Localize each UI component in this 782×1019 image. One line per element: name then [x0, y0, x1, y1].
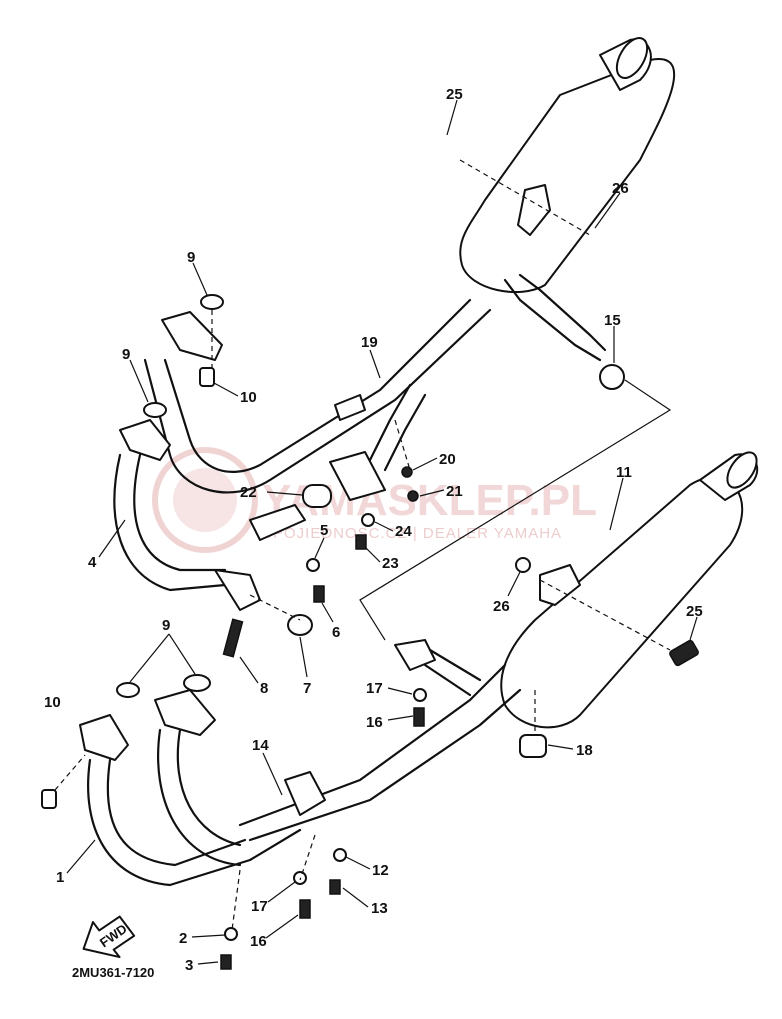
callout-10-lower: 10	[44, 694, 61, 711]
upper-header-flange	[143, 294, 224, 418]
callout-24: 24	[395, 523, 412, 540]
callout-12: 12	[372, 862, 389, 879]
upper-muffler-assembly	[143, 37, 676, 494]
callout-21: 21	[446, 483, 463, 500]
callout-16-lower: 16	[250, 933, 267, 950]
callout-14: 14	[252, 737, 269, 754]
alignment-lines	[54, 159, 672, 931]
callout-15: 15	[604, 312, 621, 329]
callout-4: 4	[88, 554, 97, 571]
callout-18: 18	[576, 742, 593, 759]
callout-17-mid: 17	[366, 680, 383, 697]
callout-1: 1	[56, 869, 64, 886]
callout-5: 5	[320, 522, 328, 539]
forward-arrow-icon: FWD	[82, 915, 136, 959]
figure-code: 2MU361-7120	[72, 965, 154, 980]
watermark-logo-icon	[152, 447, 258, 553]
callout-13: 13	[371, 900, 388, 917]
callout-25-lower: 25	[686, 603, 703, 620]
callout-17-lower: 17	[251, 898, 268, 915]
callout-16-mid: 16	[366, 714, 383, 731]
callout-labels: 25 26 9 9 10 19 15 20 22 21 24 23 11 4 5…	[44, 86, 703, 974]
callout-20: 20	[439, 451, 456, 468]
callout-3: 3	[185, 957, 193, 974]
callout-7: 7	[303, 680, 311, 697]
callout-25-top: 25	[446, 86, 463, 103]
joint-clamp	[222, 451, 419, 658]
callout-2: 2	[179, 930, 187, 947]
header-pipe-4	[113, 419, 306, 611]
lower-muffler-assembly	[238, 451, 759, 842]
grommet-15	[599, 364, 625, 390]
callout-6: 6	[332, 624, 340, 641]
watermark: YAMASKLEP.PL SPOJIEDNOSC.CZ | DEALER YAM…	[152, 447, 597, 553]
callout-9-lower: 9	[162, 617, 170, 634]
lower-fasteners	[220, 848, 347, 970]
watermark-subtitle: SPOJIEDNOSC.CZ | DEALER YAMAHA	[262, 525, 562, 542]
callout-11: 11	[616, 464, 632, 481]
callout-23: 23	[382, 555, 399, 572]
callout-22: 22	[240, 484, 257, 501]
callout-9-upper-b: 9	[122, 346, 130, 363]
header-pipe-1	[41, 674, 302, 887]
leader-lines	[66, 99, 698, 965]
callout-9-upper-a: 9	[187, 249, 195, 266]
callout-8: 8	[260, 680, 268, 697]
callout-26-top: 26	[612, 180, 629, 197]
callout-19: 19	[361, 334, 378, 351]
callout-26-lower: 26	[493, 598, 510, 615]
callout-10-upper: 10	[240, 389, 257, 406]
